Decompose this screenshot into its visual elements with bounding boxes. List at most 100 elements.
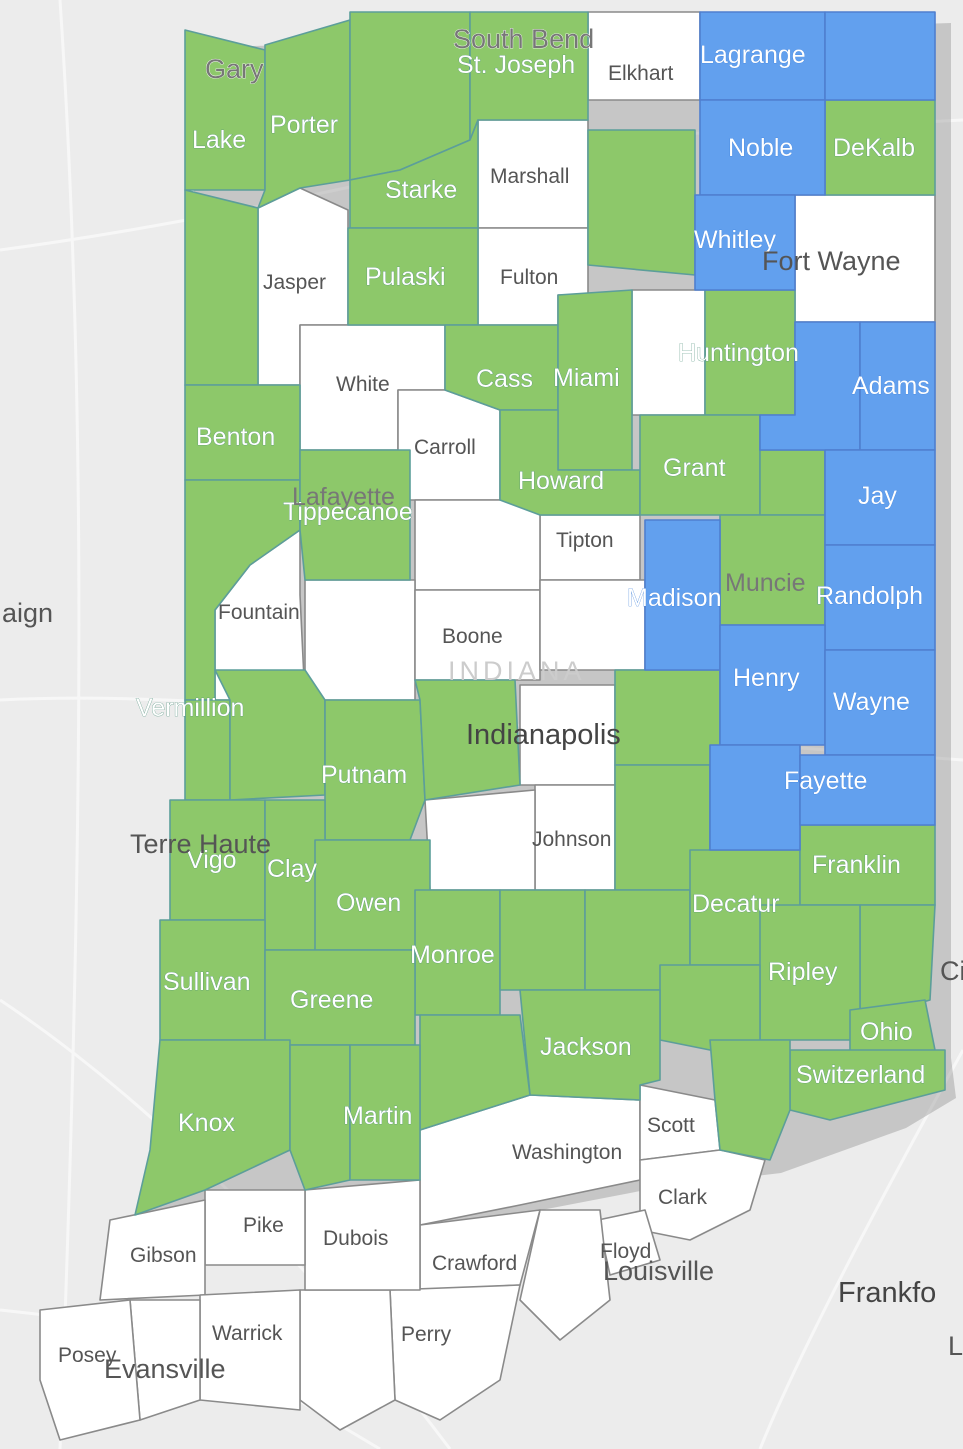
city-label-l: L: [948, 1331, 963, 1361]
county-hancock[interactable]: [614, 669, 721, 766]
county-label-posey: Posey: [58, 1344, 117, 1367]
county-label-fayette: Fayette: [784, 767, 867, 795]
county-label-white: White: [336, 373, 390, 396]
county-label-washington: Washington: [512, 1141, 622, 1164]
city-label-evansville: Evansville: [104, 1354, 226, 1384]
county-label-carroll: Carroll: [414, 436, 476, 459]
county-label-dubois: Dubois: [323, 1227, 388, 1250]
county-morgan[interactable]: [424, 789, 536, 891]
county-label-franklin: Franklin: [812, 851, 901, 879]
county-label-pulaski: Pulaski: [365, 263, 446, 291]
county-perry[interactable]: [389, 1284, 521, 1421]
county-label-whitley: Whitley: [694, 226, 776, 254]
city-label-ci: Ci: [940, 956, 963, 986]
county-label-perry: Perry: [401, 1323, 452, 1346]
county-daviess[interactable]: [289, 1044, 351, 1191]
county-label-greene: Greene: [290, 986, 373, 1014]
county-label-clark: Clark: [658, 1186, 708, 1209]
county-jennings[interactable]: [659, 964, 761, 1051]
county-label-madison: Madison: [627, 584, 722, 612]
county-label-vigo: Vigo: [187, 846, 237, 874]
county-label-crawford: Crawford: [432, 1252, 517, 1275]
county-warrick[interactable]: [199, 1289, 301, 1411]
county-st-joseph[interactable]: [469, 11, 589, 141]
county-label-scott: Scott: [647, 1114, 695, 1137]
county-label-gibson: Gibson: [130, 1244, 197, 1267]
county-posey[interactable]: [39, 1299, 141, 1441]
county-whitley[interactable]: [694, 194, 796, 291]
county-harrison[interactable]: [519, 1209, 611, 1341]
county-label-jay: Jay: [858, 482, 897, 510]
county-label-sullivan: Sullivan: [163, 968, 251, 996]
county-label-fulton: Fulton: [500, 266, 558, 289]
county-label-johnson: Johnson: [532, 828, 611, 851]
county-label-switzerland: Switzerland: [796, 1061, 925, 1089]
county-martin[interactable]: [349, 1044, 421, 1181]
county-label-marshall: Marshall: [490, 165, 569, 188]
county-parke[interactable]: [214, 669, 326, 801]
city-label-indianapolis: Indianapolis: [466, 719, 621, 751]
county-label-cass: Cass: [476, 365, 533, 393]
county-label-st-joseph: St. Joseph: [457, 51, 575, 79]
county-label-lagrange: Lagrange: [700, 41, 806, 69]
county-label-huntington: Huntington: [678, 339, 799, 367]
county-label-clay: Clay: [267, 855, 318, 883]
county-label-benton: Benton: [196, 423, 275, 451]
county-spencer[interactable]: [299, 1289, 396, 1431]
county-label-fountain: Fountain: [218, 601, 300, 624]
county-label-tippecanoe: Tippecanoe: [283, 498, 413, 526]
county-label-dekalb: DeKalb: [833, 134, 915, 162]
county-label-noble: Noble: [728, 134, 793, 162]
county-floyd[interactable]: [597, 1209, 661, 1276]
county-newton[interactable]: [184, 189, 259, 386]
county-label-owen: Owen: [336, 889, 401, 917]
county-label-tipton: Tipton: [556, 529, 614, 552]
city-label-south-bend: South Bend: [453, 24, 594, 54]
county-hendricks[interactable]: [414, 679, 521, 801]
county-label-ripley: Ripley: [768, 958, 838, 986]
county-label-randolph: Randolph: [816, 582, 923, 610]
county-label-adams: Adams: [852, 372, 930, 400]
county-noble[interactable]: [699, 99, 826, 196]
county-rush[interactable]: [709, 744, 801, 851]
county-label-lake: Lake: [192, 126, 246, 154]
county-label-wayne: Wayne: [833, 688, 910, 716]
background-road: [58, 0, 81, 1449]
city-label-terre-haute: Terre Haute: [130, 829, 271, 859]
county-label-jackson: Jackson: [540, 1033, 632, 1061]
county-boone[interactable]: [414, 589, 541, 681]
city-label-fort-wayne: Fort Wayne: [762, 246, 901, 276]
county-montgomery[interactable]: [304, 579, 416, 701]
county-label-boone: Boone: [442, 625, 503, 648]
county-crawford[interactable]: [419, 1209, 541, 1291]
county-elkhart[interactable]: [587, 11, 701, 101]
county-brown[interactable]: [499, 889, 586, 991]
county-kosciusko[interactable]: [587, 129, 696, 276]
county-label-floyd: Floyd: [600, 1240, 651, 1263]
county-fayette[interactable]: [799, 754, 936, 826]
county-label-porter: Porter: [270, 111, 338, 139]
county-label-vermillion: Vermillion: [136, 694, 244, 722]
city-label-aign: aign: [2, 598, 53, 628]
county-tippecanoe[interactable]: [299, 449, 411, 581]
county-label-jasper: Jasper: [263, 271, 326, 294]
background-road: [758, 1049, 963, 1449]
county-label-starke: Starke: [385, 176, 457, 204]
city-label-gary: Gary: [205, 54, 264, 84]
county-clinton[interactable]: [414, 499, 541, 591]
county-knox[interactable]: [134, 1039, 291, 1216]
county-blackford[interactable]: [759, 449, 826, 516]
county-label-howard: Howard: [518, 467, 604, 495]
county-label-monroe: Monroe: [410, 941, 495, 969]
county-label-putnam: Putnam: [321, 761, 407, 789]
county-steuben[interactable]: [824, 11, 936, 101]
city-label-louisville: Louisville: [603, 1256, 714, 1286]
county-label-henry: Henry: [733, 664, 800, 692]
county-label-grant: Grant: [663, 454, 726, 482]
state-label: INDIANA: [448, 656, 586, 686]
city-label-muncie: Muncie: [725, 569, 806, 597]
county-jefferson[interactable]: [709, 1039, 791, 1161]
county-label-elkhart: Elkhart: [608, 62, 674, 85]
